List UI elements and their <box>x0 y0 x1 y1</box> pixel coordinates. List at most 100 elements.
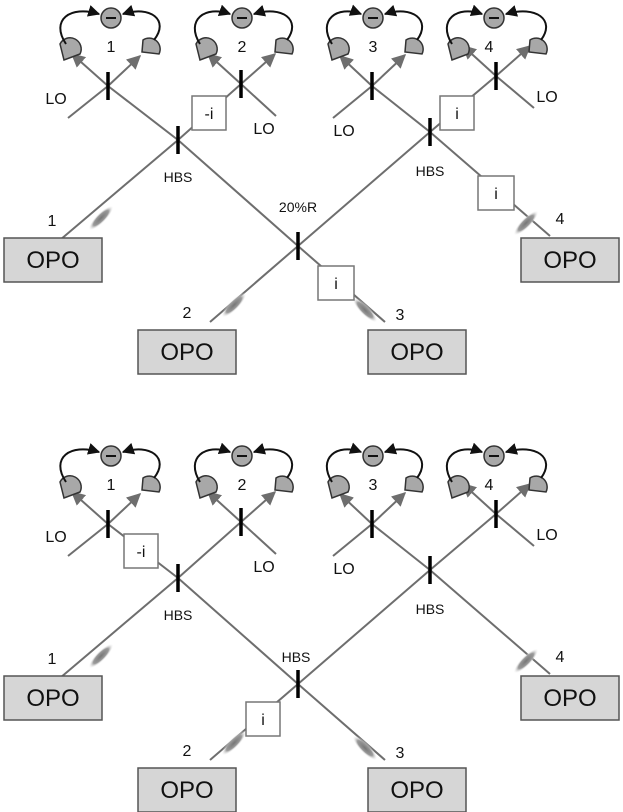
mode-number-4: 4 <box>556 649 565 666</box>
mode-number-3: 3 <box>396 307 405 324</box>
beam-det2a <box>206 491 242 523</box>
beam-det3b <box>371 492 407 525</box>
lo-label: LO <box>253 121 274 138</box>
beam-hbs-right-out <box>371 523 431 571</box>
beam-det3a <box>338 55 373 87</box>
beam-det2b <box>240 491 277 523</box>
mode-number-1: 1 <box>48 213 57 230</box>
beam-hbs-right-out <box>371 85 431 133</box>
phase-label: i <box>455 106 459 123</box>
opo-1: OPO <box>3 675 103 721</box>
bottom-panel: OPO OPO OPO OPO 1 2 3 4 -i i HBS HBS HBS… <box>3 442 620 812</box>
phase-shift-box: i <box>439 95 475 131</box>
beam-hbs-left-out2 <box>177 521 242 579</box>
lo-label: LO <box>253 559 274 576</box>
squeezed-state-icon <box>513 210 539 236</box>
photodetector-icon <box>528 37 548 55</box>
beam-det1b <box>107 493 142 525</box>
opo-label: OPO <box>390 777 443 804</box>
photodetector-icon <box>195 475 218 499</box>
beam-det2b <box>240 53 277 85</box>
squeezed-state-icon <box>352 735 378 761</box>
beam-center-to-hbs-right <box>297 131 431 247</box>
photodetector-icon <box>141 475 161 493</box>
beam-hbs-left-center <box>177 577 299 685</box>
squeezed-state-icon <box>88 643 114 669</box>
beam-det4b <box>495 45 532 77</box>
lo1-beam <box>67 85 109 119</box>
phase-label: -i <box>205 106 214 123</box>
phase-shift-box: i <box>245 701 281 737</box>
detector-number-4: 4 <box>485 477 494 494</box>
opo-label: OPO <box>26 685 79 712</box>
beam-det1a <box>70 53 109 87</box>
opo-2: OPO <box>137 767 237 812</box>
top-panel: OPO OPO OPO OPO 1 2 3 4 -i i i <box>3 4 620 375</box>
photodetector-icon <box>274 37 294 55</box>
lo3-beam <box>332 523 373 557</box>
photodetector-icon <box>404 475 424 493</box>
beam-det2a <box>206 53 242 85</box>
hbs-label: HBS <box>164 607 193 623</box>
central-bs-label: 20%R <box>279 199 317 215</box>
beam-opo1 <box>59 577 179 679</box>
phase-shift-box: -i <box>123 533 159 569</box>
beam-hbs-right-out2 <box>429 513 497 571</box>
opo-3: OPO <box>367 767 467 812</box>
lo-label: LO <box>333 561 354 578</box>
opo-label: OPO <box>390 339 443 366</box>
opo-label: OPO <box>160 339 213 366</box>
phase-label: i <box>334 276 338 293</box>
lo3-beam <box>332 85 373 119</box>
homodyne-detector-1 <box>59 442 161 499</box>
hbs-label: HBS <box>416 163 445 179</box>
lo4-beam <box>495 75 535 109</box>
hbs-label: HBS <box>164 169 193 185</box>
phase-shift-box: i <box>317 265 355 301</box>
opo-label: OPO <box>543 247 596 274</box>
squeezed-state-icon <box>221 730 247 756</box>
opo-2: OPO <box>137 329 237 375</box>
lo-label: LO <box>45 529 66 546</box>
lo-label: LO <box>536 89 557 106</box>
photodetector-icon <box>195 37 218 61</box>
beam-hbs-left-out <box>107 85 179 141</box>
squeezed-state-icon <box>88 205 114 231</box>
opo-1: OPO <box>3 237 103 283</box>
opo-3: OPO <box>367 329 467 375</box>
central-bs-label: HBS <box>282 649 311 665</box>
photodetector-icon <box>141 37 161 55</box>
photodetector-icon <box>447 37 470 61</box>
lo4-beam <box>495 513 535 547</box>
photodetector-icon <box>447 475 470 499</box>
opo-label: OPO <box>26 247 79 274</box>
beam-center-to-hbs-right <box>297 569 431 685</box>
beam-det4b <box>495 483 532 515</box>
phase-label: -i <box>137 544 146 561</box>
beam-det3b <box>371 54 407 87</box>
photodetector-icon <box>528 475 548 493</box>
mode-number-4: 4 <box>556 211 565 228</box>
detector-number-3: 3 <box>369 39 378 56</box>
squeezed-state-icon <box>513 648 539 674</box>
beam-opo2 <box>209 245 299 323</box>
squeezed-state-icon <box>352 297 378 323</box>
beam-det1a <box>70 491 109 525</box>
mode-number-3: 3 <box>396 745 405 762</box>
homodyne-detector-4 <box>445 4 548 61</box>
lo-label: LO <box>536 527 557 544</box>
mode-number-1: 1 <box>48 651 57 668</box>
lo2-beam <box>240 521 277 555</box>
beam-hbs-left-center <box>177 139 299 247</box>
opo-4: OPO <box>520 237 620 283</box>
phase-shift-box: -i <box>191 95 227 131</box>
detector-number-2: 2 <box>238 39 247 56</box>
homodyne-detector-1 <box>59 4 161 61</box>
beam-det1b <box>107 55 142 87</box>
homodyne-detector-2 <box>193 4 294 61</box>
detector-number-4: 4 <box>485 39 494 56</box>
photodetector-icon <box>404 37 424 55</box>
lo1-beam <box>67 523 109 557</box>
homodyne-detector-4 <box>445 442 548 499</box>
